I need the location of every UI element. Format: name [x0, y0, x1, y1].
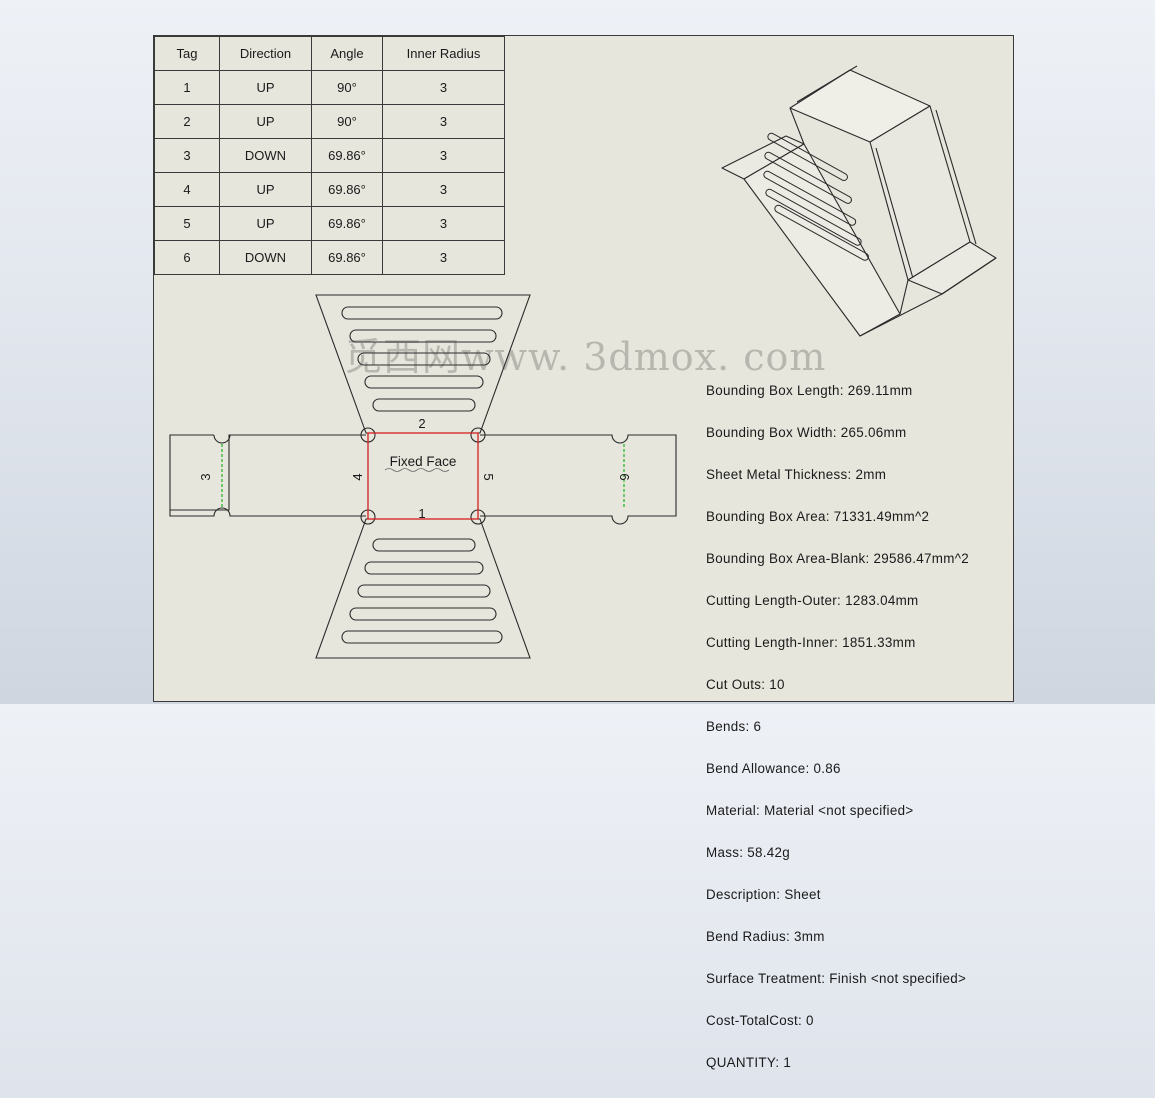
- drawing-canvas: 2 1 4 5 3 6 Fixed Face: [169, 65, 997, 659]
- cell-direction: UP: [219, 172, 312, 207]
- cell-tag: 6: [154, 240, 220, 275]
- bend-table: Tag Direction Angle Inner Radius 1 UP 90…: [154, 36, 505, 275]
- cell-radius: 3: [382, 70, 505, 105]
- cell-radius: 3: [382, 138, 505, 173]
- cell-direction: DOWN: [219, 240, 312, 275]
- cell-angle: 69.86°: [311, 240, 383, 275]
- cell-tag: 1: [154, 70, 220, 105]
- top-flange: [315, 294, 531, 434]
- prop-line: Cutting Length-Outer: 1283.04mm: [706, 593, 919, 608]
- iso-slots: [763, 132, 869, 261]
- bend-tag-3: 3: [198, 473, 213, 480]
- prop-line: Sheet Metal Thickness: 2mm: [706, 467, 887, 482]
- table-row: 3 DOWN 69.86° 3: [154, 138, 505, 173]
- cell-angle: 69.86°: [311, 172, 383, 207]
- top-slots: [341, 306, 503, 412]
- table-row: 2 UP 90° 3: [154, 104, 505, 139]
- prop-line: Surface Treatment: Finish <not specified…: [706, 971, 967, 986]
- prop-line: Mass: 58.42g: [706, 845, 790, 860]
- prop-line: QUANTITY: 1: [706, 1055, 792, 1070]
- prop-line: Material: Material <not specified>: [706, 803, 914, 818]
- bottom-flange: [315, 518, 531, 659]
- prop-line: Bounding Box Length: 269.11mm: [706, 383, 913, 398]
- prop-line: Cost-TotalCost: 0: [706, 1013, 814, 1028]
- cell-angle: 69.86°: [311, 138, 383, 173]
- cell-tag: 5: [154, 206, 220, 241]
- cell-direction: DOWN: [219, 138, 312, 173]
- prop-line: Bend Radius: 3mm: [706, 929, 825, 944]
- header-tag: Tag: [154, 36, 220, 71]
- header-direction: Direction: [219, 36, 312, 71]
- prop-line: Bend Allowance: 0.86: [706, 761, 841, 776]
- table-row: 6 DOWN 69.86° 3: [154, 240, 505, 275]
- table-row: 5 UP 69.86° 3: [154, 206, 505, 241]
- prop-line: Cutting Length-Inner: 1851.33mm: [706, 635, 916, 650]
- cell-direction: UP: [219, 206, 312, 241]
- bend-tag-1: 1: [418, 506, 425, 521]
- table-row: 1 UP 90° 3: [154, 70, 505, 105]
- bend-tag-2: 2: [418, 416, 425, 431]
- cell-angle: 90°: [311, 70, 383, 105]
- drawing-sheet: Tag Direction Angle Inner Radius 1 UP 90…: [153, 35, 1014, 1070]
- header-angle: Angle: [311, 36, 383, 71]
- watermark-text: 觅西网www. 3dmox. com: [344, 335, 827, 379]
- table-row: 4 UP 69.86° 3: [154, 172, 505, 207]
- fixed-face: [367, 432, 479, 520]
- prop-line: Bounding Box Area: 71331.49mm^2: [706, 509, 930, 524]
- left-flange: [169, 434, 366, 517]
- prop-line: Description: Sheet: [706, 887, 821, 902]
- prop-line: Bends: 6: [706, 719, 762, 734]
- bend-tag-5: 5: [481, 473, 496, 480]
- right-flange: [480, 434, 677, 525]
- properties-block: Bounding Box Length: 269.11mm Bounding B…: [706, 356, 969, 1098]
- prop-line: Cut Outs: 10: [706, 677, 785, 692]
- prop-line: Bounding Box Width: 265.06mm: [706, 425, 907, 440]
- fixed-face-label: Fixed Face: [390, 454, 457, 469]
- bend-tag-4: 4: [350, 473, 365, 480]
- cell-radius: 3: [382, 206, 505, 241]
- cell-radius: 3: [382, 104, 505, 139]
- bend-tag-6: 6: [617, 473, 632, 480]
- isometric-view: [721, 65, 997, 337]
- bend-table-header: Tag Direction Angle Inner Radius: [154, 36, 505, 71]
- flat-pattern: [169, 294, 677, 659]
- cell-radius: 3: [382, 240, 505, 275]
- prop-line: Bounding Box Area-Blank: 29586.47mm^2: [706, 551, 970, 566]
- bottom-slots: [341, 538, 503, 644]
